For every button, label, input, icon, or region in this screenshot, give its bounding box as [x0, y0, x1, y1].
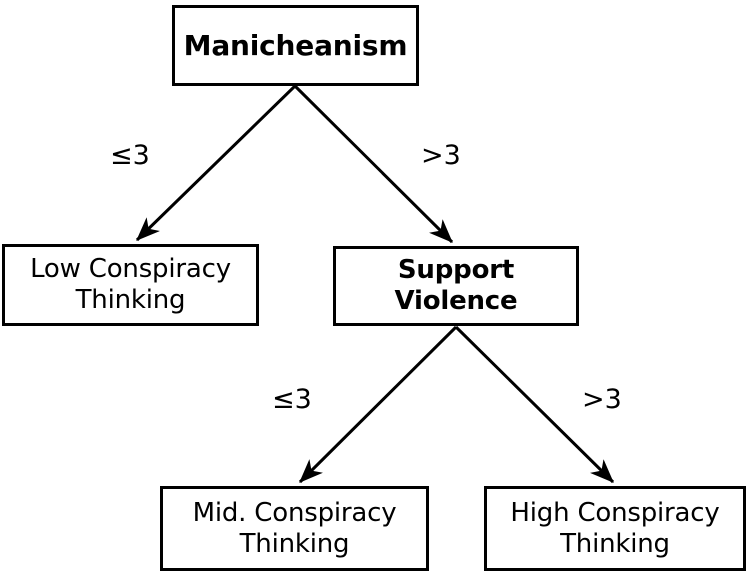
node-high-conspiracy-thinking[interactable]: High Conspiracy Thinking [484, 486, 746, 571]
node-low-conspiracy-thinking-label: Low Conspiracy Thinking [30, 254, 231, 315]
edge-label-support-left: ≤3 [272, 384, 312, 415]
node-support-violence[interactable]: Support Violence [333, 246, 579, 326]
node-manicheanism[interactable]: Manicheanism [172, 5, 419, 86]
node-support-violence-label: Support Violence [394, 255, 518, 316]
edge-root-to-low [135, 84, 297, 242]
edge-label-root-left: ≤3 [110, 140, 150, 171]
edge-label-support-right: >3 [582, 384, 622, 415]
node-mid-conspiracy-thinking-label: Mid. Conspiracy Thinking [192, 497, 397, 559]
node-mid-conspiracy-thinking[interactable]: Mid. Conspiracy Thinking [160, 486, 429, 571]
node-low-conspiracy-thinking[interactable]: Low Conspiracy Thinking [2, 244, 259, 326]
node-high-conspiracy-thinking-label: High Conspiracy Thinking [510, 497, 720, 559]
node-manicheanism-label: Manicheanism [183, 28, 408, 62]
edge-support-to-mid [298, 325, 458, 484]
edge-label-root-right: >3 [421, 140, 461, 171]
